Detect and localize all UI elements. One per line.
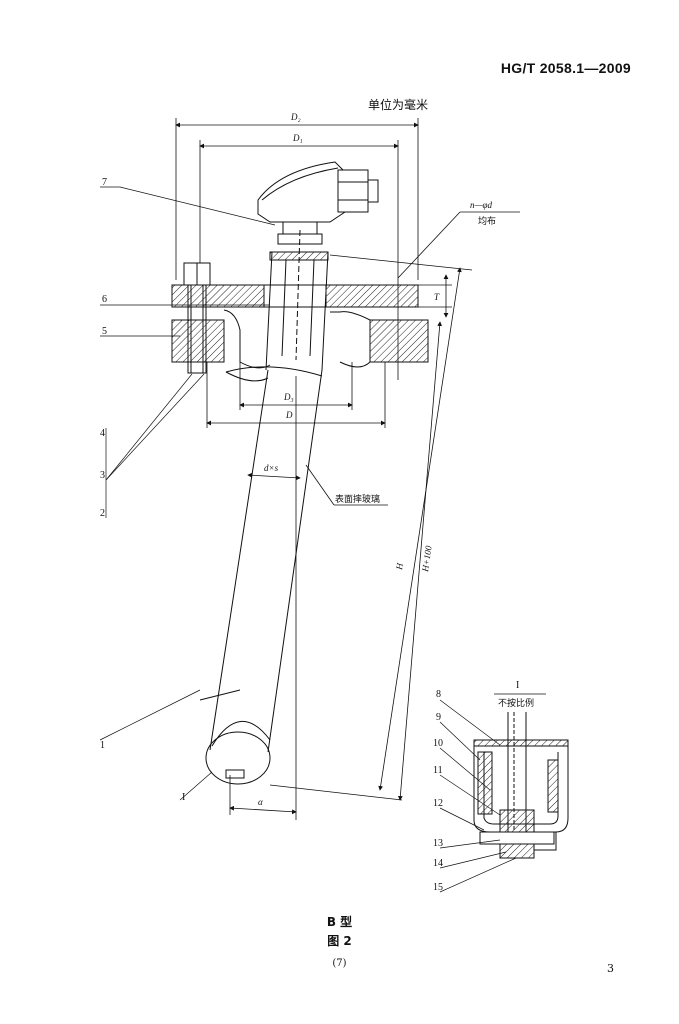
unit-note: 单位为毫米 bbox=[368, 98, 429, 112]
page-number-paren: (7) bbox=[332, 958, 347, 969]
dimension-dxs bbox=[247, 472, 301, 481]
dxs-label: d×s bbox=[264, 463, 279, 473]
upper-flange bbox=[171, 284, 419, 308]
bolt bbox=[183, 262, 211, 374]
detail-title: I bbox=[516, 680, 519, 691]
part-label-3: 3 bbox=[100, 470, 105, 481]
figure-type: B 型 bbox=[326, 915, 353, 929]
dimension-d2 bbox=[175, 118, 419, 280]
d1-label: D₁ bbox=[292, 133, 303, 143]
detail-scale: 不按比例 bbox=[498, 697, 534, 709]
part-label-5: 5 bbox=[102, 326, 107, 337]
detail-label-8: 8 bbox=[436, 689, 441, 700]
d3-label: D₃ bbox=[283, 392, 294, 402]
page-number: 3 bbox=[607, 962, 614, 975]
d2-label: D₂ bbox=[290, 112, 301, 122]
standard-code: HG/T 2058.1—2009 bbox=[500, 60, 631, 76]
protection-tube bbox=[199, 366, 323, 785]
n-phi-d-label: n—φd bbox=[470, 200, 492, 210]
detail-label-9: 9 bbox=[436, 712, 441, 723]
evenly-label: 均布 bbox=[478, 215, 496, 227]
alpha-label: α bbox=[258, 797, 263, 807]
h-label: H bbox=[394, 562, 405, 571]
junction-head bbox=[257, 161, 379, 245]
part-label-4: 4 bbox=[100, 428, 105, 439]
part-label-2: 2 bbox=[100, 508, 105, 519]
lower-flange bbox=[171, 309, 429, 369]
d-label: D bbox=[285, 410, 293, 420]
n-phi-d-leader bbox=[397, 211, 461, 279]
detail-label-10: 10 bbox=[433, 738, 443, 749]
part-label-7: 7 bbox=[102, 177, 107, 188]
figure-caption: 图 2 bbox=[327, 934, 352, 948]
part-label-1: 1 bbox=[100, 740, 105, 751]
detail-label-12: 12 bbox=[433, 798, 443, 809]
dimension-h bbox=[269, 254, 473, 801]
detail-leaders bbox=[439, 699, 517, 893]
detail-label-13: 13 bbox=[433, 838, 443, 849]
detail-label-11: 11 bbox=[433, 765, 443, 776]
thermowell-top bbox=[265, 229, 329, 371]
detail-label-14: 14 bbox=[433, 858, 443, 869]
part-label-6: 6 bbox=[102, 294, 107, 305]
enamel-note: 表面摔玻璃 bbox=[335, 493, 380, 505]
t-label: T bbox=[434, 292, 440, 302]
detail-view bbox=[473, 712, 569, 859]
part-label-detail-i: I bbox=[182, 792, 185, 803]
dimension-alpha bbox=[229, 376, 297, 820]
part-leaders bbox=[99, 186, 276, 801]
h100-label: H+100 bbox=[420, 545, 434, 574]
enamel-leader bbox=[305, 464, 335, 506]
detail-label-15: 15 bbox=[433, 882, 443, 893]
